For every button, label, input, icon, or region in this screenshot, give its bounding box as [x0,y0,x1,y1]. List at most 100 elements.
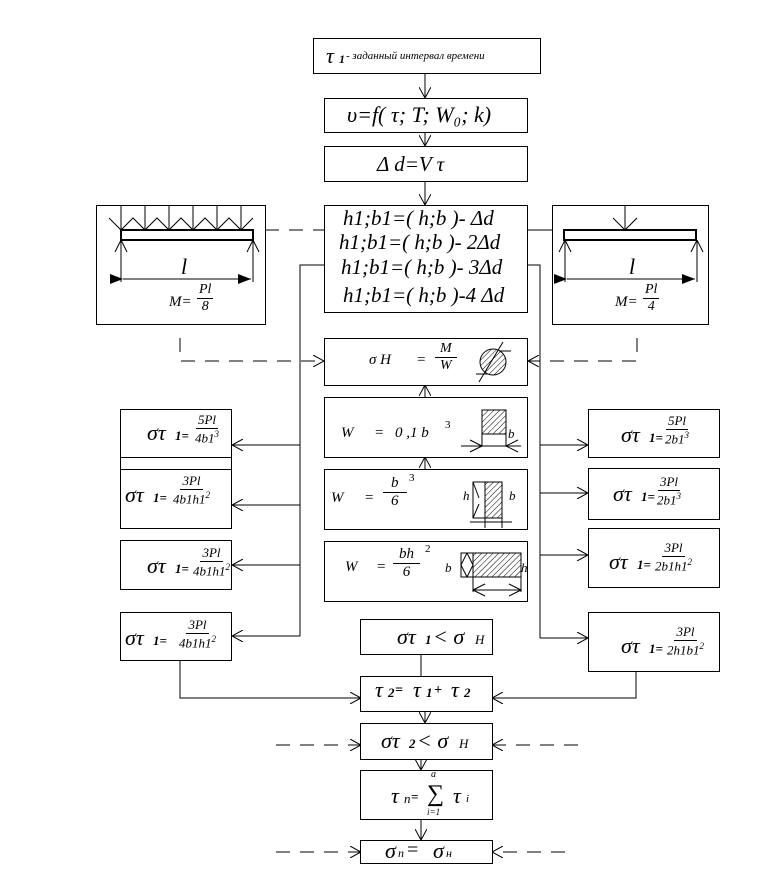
sum-term: τ [453,783,461,808]
beam-point-load-box: l M= Pl 4 [552,205,709,325]
stress-sub: 1= [175,428,189,443]
span-label: l [181,254,188,279]
final-stress-box: σ n = σ н [360,838,493,864]
dim-h: h [463,488,470,503]
check-stress-2-box: στ 2 < σ H [360,723,493,760]
step-sub: 2 [388,685,395,700]
check-rhs-sub: H [475,632,485,647]
square-section-icon [461,409,521,453]
right-stress-box-4: στ 1= 3Pl 2h1b12 [588,612,720,672]
stress-fraction: 3Pl 2b1h12 [655,540,692,574]
reductions-box: h1;b1=( h;b )- Δd h1;b1=( h;b )- 2Δd h1;… [324,205,528,313]
stress-sub: 1= [649,430,663,445]
check-rhs-sub: H [459,736,469,751]
final-sub: n [398,846,404,860]
w-fraction: bh 6 [393,546,420,582]
sum-term-sub: i [466,793,470,805]
dim-b: b [509,488,516,503]
divider [120,457,232,470]
left-stress-box-4: στ 1= 3Pl 4b1h12 [120,612,232,661]
step-b-sub: 2 [464,685,471,700]
moment-lhs: M= [169,294,192,310]
w-power: 3 [445,419,451,431]
right-stress-box-2: στ 1= 3Pl 2b13 [588,468,720,520]
w-horizontal-rect-box: W = bh 6 2 b h [324,541,528,602]
arrow-right-to-step [492,672,637,698]
delta-formula-box: Δ d=V τ [324,146,528,182]
equals-sign: = [365,490,374,506]
sigma-h-box: σ H = M W [324,338,528,386]
stress-sub: 1= [153,490,167,505]
speed-formula-box: υ=f( τ; T; W₀; k) [324,98,528,133]
dashed-right-to-sigmah [528,338,638,361]
moment-fraction: Pl 8 [197,282,214,315]
equals-sign: = [375,425,384,441]
step-b: τ [451,677,459,702]
stress-lhs: στ [147,420,166,445]
rect-section-horizontal-icon [460,552,522,597]
tau-symbol: τ [326,43,334,68]
stress-fraction: 3Pl 2b13 [657,474,681,508]
right-stress-box-3: στ 1= 3Pl 2b1h12 [588,528,720,588]
left-stress-box-3: στ 1= 3Pl 4b1h12 [120,540,232,590]
equals-sign: = [417,352,426,368]
w-vertical-rect-box: W = b 6 3 h b [324,469,528,530]
final-rhs: σ [433,838,444,863]
stress-lhs: στ [125,482,144,507]
stress-fraction: 3Pl 2h1b12 [667,624,704,658]
stress-fraction: 5Pl 2b13 [665,413,689,447]
check-rel: < σ [417,728,449,753]
dim-b: b [445,560,452,575]
sum-eq: = [411,789,419,804]
tau-subscript: 1 [339,52,345,66]
w-lhs: W [345,559,358,575]
moment-over-w: M W [435,341,457,374]
moment-fraction: Pl 4 [643,282,660,315]
step-a-sub: 1 [426,685,433,700]
distributed-load-beam-icon [108,206,260,284]
stress-fraction: 3Pl 4b1h12 [173,473,210,507]
sum-sub: n [404,791,411,806]
step-a: τ [413,677,421,702]
sigma-h-lhs: σ H [369,352,391,368]
interval-step-box: τ 2 = τ 1 + τ 2 [360,676,493,712]
sum-lower: i=1 [427,807,441,817]
check-rel: < σ [433,624,465,649]
w-power: 2 [425,543,431,555]
equals-sign: = [377,559,386,575]
left-stress-box-1: στ 1= 5Pl 4b13 στ 1= 3Pl 4b1h12 [120,409,232,529]
reduction-2: h1;b1=( h;b )- 2Δd [339,230,501,254]
w-power: 3 [409,472,415,484]
sum-sign: ∑ [427,781,445,807]
check-lhs: στ [381,728,400,753]
sum-upper: a [431,769,436,780]
stress-fraction: 5Pl 4b13 [195,412,219,446]
dim-h: h [521,560,528,575]
w-lhs: W [331,490,344,506]
stress-lhs: στ [125,625,144,650]
rect-section-vertical-icon [470,481,512,528]
check-sub: 1 [425,632,432,647]
reduction-4: h1;b1=( h;b )-4 Δd [343,283,505,307]
stress-sub: 1= [637,557,651,572]
stress-lhs: στ [613,481,632,506]
step-lhs: τ [375,677,383,702]
stress-fraction: 3Pl 4b1h12 [193,545,230,579]
sum-interval-box: τ n = ∑ a i=1 τ i [360,769,493,820]
step-plus: + [434,683,442,698]
w-fraction: b 6 [383,475,407,511]
final-eq: = [407,839,419,861]
start-label: - заданный интервал времени [346,50,485,62]
reduction-1: h1;b1=( h;b )- Δd [343,206,494,230]
check-sub: 2 [409,736,416,751]
point-load-beam-icon [554,206,704,284]
stress-lhs: στ [621,633,640,658]
arrow-left-to-step [179,660,361,698]
stress-lhs: στ [147,553,166,578]
sum-lhs: τ [391,783,399,808]
final-lhs: σ [385,838,396,863]
stress-lhs: στ [609,549,628,574]
w-rhs: 0 ,1 b [395,425,429,441]
w-square-box: W = 0 ,1 b 3 b [324,397,528,458]
